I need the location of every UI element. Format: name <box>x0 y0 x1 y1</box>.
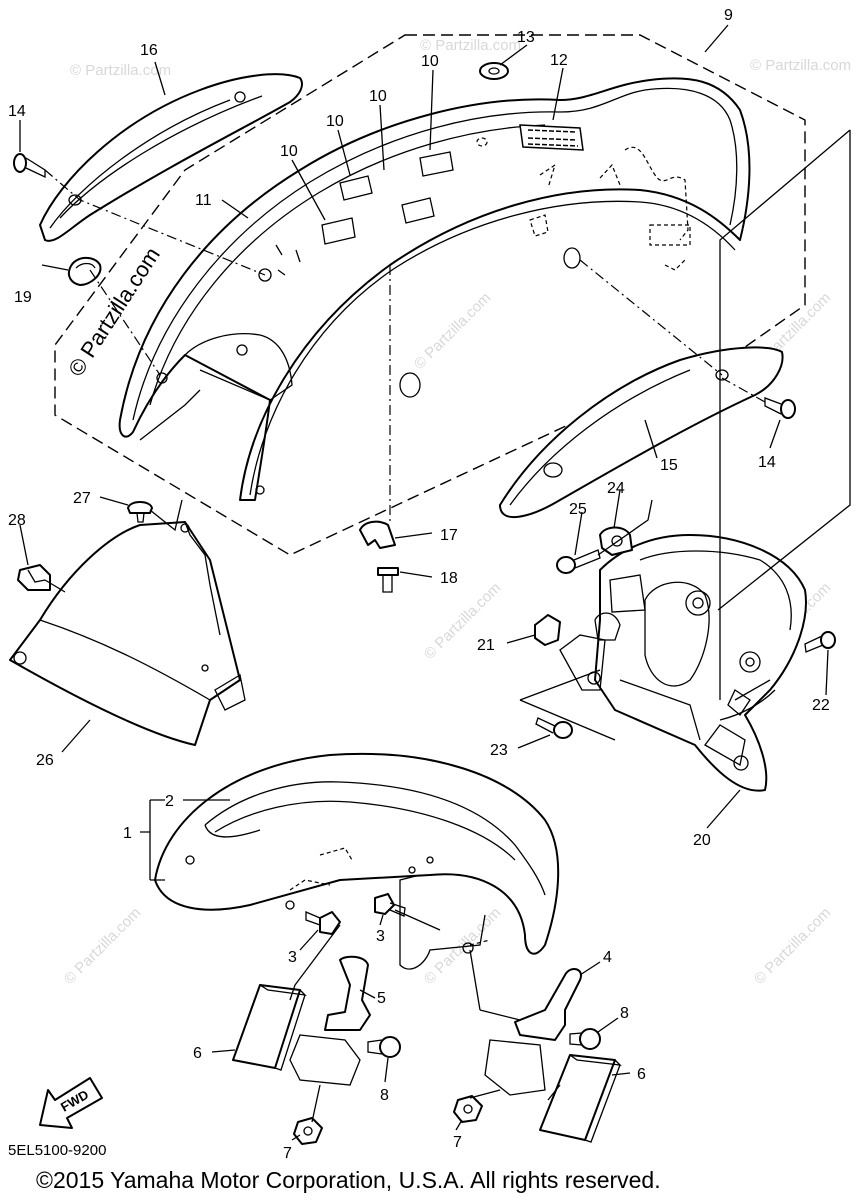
callout-3: 3 <box>376 928 385 945</box>
callout-14: 14 <box>758 454 776 471</box>
callout-3: 3 <box>288 949 297 966</box>
callout-13: 13 <box>517 29 535 46</box>
callout-21: 21 <box>477 637 495 654</box>
rear-fender-group-boundary <box>54 34 806 556</box>
front-fender <box>154 752 560 970</box>
callout-6: 6 <box>637 1066 646 1083</box>
forward-arrow-icon: FWD <box>39 1077 103 1129</box>
callout-12: 12 <box>550 52 568 69</box>
clip-28 <box>17 564 51 591</box>
callout-7: 7 <box>453 1134 462 1151</box>
clip-17 <box>359 520 396 549</box>
watermark-faint: © Partzilla.com <box>750 57 851 74</box>
bracket-5 <box>289 955 371 1086</box>
callout-18: 18 <box>440 570 458 587</box>
copyright-notice: ©2015 Yamaha Motor Corporation, U.S.A. A… <box>36 1167 661 1193</box>
callout-28: 28 <box>8 512 26 529</box>
callout-23: 23 <box>490 742 508 759</box>
reflector-6-right <box>539 1054 622 1143</box>
rear-fender <box>118 77 751 501</box>
callout-10: 10 <box>369 88 387 105</box>
callout-22: 22 <box>812 697 830 714</box>
callout-25: 25 <box>569 501 587 518</box>
watermark-faint: © Partzilla.com <box>61 904 144 987</box>
callout-19: 19 <box>14 289 32 306</box>
rear-fender-inner <box>9 521 246 746</box>
bolt-14-left <box>13 153 46 179</box>
callout-numbers: 1 2 3 3 4 5 6 6 7 7 8 8 9 10 10 10 10 11… <box>8 7 830 1162</box>
connection-lines <box>44 129 851 1123</box>
nut-8-right <box>569 1028 601 1050</box>
callout-8: 8 <box>620 1005 629 1022</box>
callout-6: 6 <box>193 1045 202 1062</box>
callout-9: 9 <box>724 7 733 24</box>
callout-20: 20 <box>693 832 711 849</box>
watermark-faint: © Partzilla.com <box>70 62 171 79</box>
watermark-faint: © Partzilla.com <box>421 904 504 987</box>
washer-13 <box>479 62 509 80</box>
callout-8: 8 <box>380 1087 389 1104</box>
callout-10: 10 <box>421 53 439 70</box>
tail-light-bracket <box>559 534 807 792</box>
screw-18 <box>377 567 399 593</box>
callout-14: 14 <box>8 103 26 120</box>
callout-27: 27 <box>73 490 91 507</box>
callout-4: 4 <box>603 949 612 966</box>
callout-26: 26 <box>36 752 54 769</box>
callout-10: 10 <box>280 143 298 160</box>
diagram-code: 5EL5100-9200 <box>8 1142 106 1159</box>
bolt-14-right <box>764 397 796 419</box>
callout-11: 11 <box>195 192 212 209</box>
callout-17: 17 <box>440 527 458 544</box>
screw-25 <box>556 549 601 574</box>
callout-24: 24 <box>607 480 625 497</box>
watermark-faint: © Partzilla.com <box>411 289 494 372</box>
nut-7-left <box>293 1117 323 1145</box>
bolt-22 <box>804 631 836 653</box>
bolt-3-left <box>305 911 341 935</box>
bolt-3-right <box>374 893 406 917</box>
callout-leaders <box>19 24 829 1141</box>
callout-2: 2 <box>165 793 174 810</box>
grab-rail-left <box>39 73 303 242</box>
callout-5: 5 <box>377 990 386 1007</box>
nut-7-right <box>453 1095 483 1123</box>
reflector-6-left <box>232 984 307 1071</box>
grommet-19 <box>67 256 102 286</box>
callout-15: 15 <box>660 457 678 474</box>
callout-16: 16 <box>140 42 158 59</box>
assembly-centerlines <box>44 169 766 525</box>
clip-27 <box>127 501 153 523</box>
nut-21 <box>534 614 561 646</box>
bolt-23 <box>535 717 573 739</box>
callout-7: 7 <box>283 1145 292 1162</box>
grab-rail-right <box>499 346 784 519</box>
nut-8-left <box>367 1036 401 1058</box>
watermark-faint: © Partzilla.com <box>420 37 521 54</box>
watermark-faint: © Partzilla.com <box>751 904 834 987</box>
callout-10: 10 <box>326 113 344 130</box>
callout-1: 1 <box>123 825 132 842</box>
